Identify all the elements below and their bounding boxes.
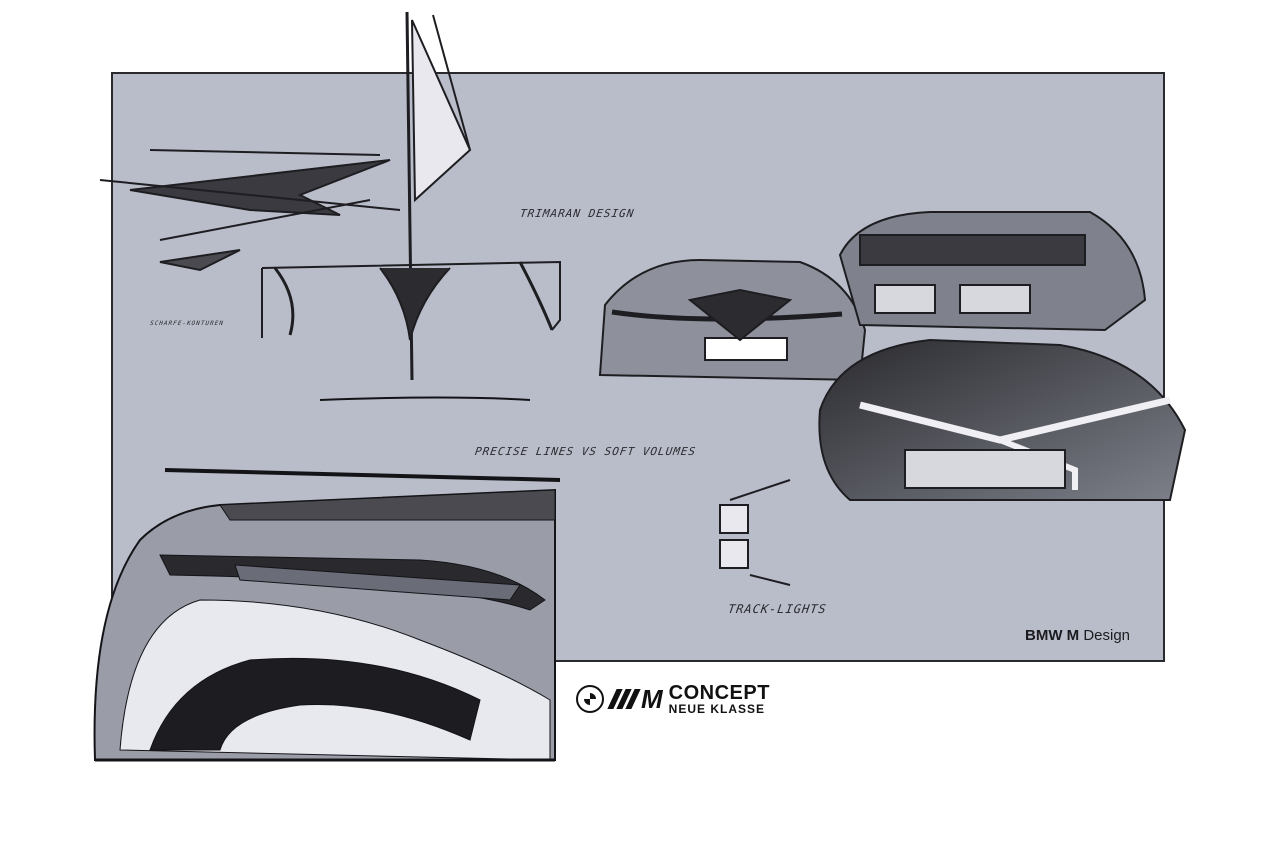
bmw-roundel-icon <box>576 685 604 713</box>
m-mark: M <box>641 683 663 714</box>
headlight-closeup-sketch <box>93 396 561 762</box>
logo-wordmark: CONCEPT NEUE KLASSE <box>669 683 770 715</box>
credit-brand: BMW M <box>1025 627 1080 644</box>
logo-line-1: CONCEPT <box>668 682 770 704</box>
trimaran-sketch <box>99 11 561 381</box>
precise-lines-label: PRECISE LINES VS SOFT VOLUMES <box>474 445 697 458</box>
small-note-label: SCHARFE-KONTUREN <box>149 320 225 327</box>
bmw-m-design-credit: BMW M Design <box>1025 627 1130 644</box>
credit-suffix: Design <box>1083 627 1131 644</box>
track-lights-label: TRACK-LIGHTS <box>727 602 828 616</box>
car-front-sketch-2 <box>818 338 1187 501</box>
car-rear-sketch <box>838 211 1147 332</box>
trimaran-design-label: TRIMARAN DESIGN <box>519 207 636 220</box>
concept-logo: M CONCEPT NEUE KLASSE <box>576 683 770 715</box>
car-front-sketch-1 <box>598 258 867 382</box>
logo-line-2: NEUE KLASSE <box>668 702 766 716</box>
m-stripes-icon <box>607 689 641 709</box>
track-lights-sketch <box>719 479 791 586</box>
